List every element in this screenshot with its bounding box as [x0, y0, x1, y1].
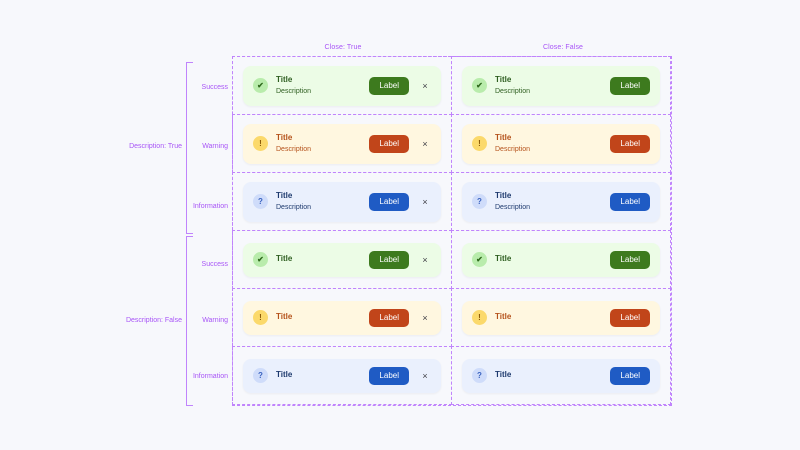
alert-title: Title: [495, 74, 512, 84]
alert-body: Title: [276, 370, 361, 381]
matrix-cell: ✔ Title Label ×: [232, 230, 452, 289]
close-icon[interactable]: ×: [419, 80, 431, 92]
alert-title: Title: [276, 74, 293, 84]
column-header-close-true: Close: True: [324, 44, 362, 51]
alert-title: Title: [276, 132, 293, 142]
row-group-bracket-description-false: [186, 236, 193, 406]
alert-body: Title: [276, 254, 361, 265]
check-circle-icon: ✔: [472, 252, 487, 267]
alert-title: Title: [276, 312, 293, 322]
alert-title: Title: [495, 370, 512, 380]
matrix-cell: ! Title Label: [451, 288, 671, 347]
alert-description: Description: [495, 203, 531, 211]
alert-action-button[interactable]: Label: [610, 192, 650, 211]
alert-description: Description: [276, 87, 312, 95]
alert-description: Description: [276, 203, 312, 211]
row-group-label-description-false: Description: False: [125, 317, 182, 324]
exclamation-circle-icon: !: [253, 310, 268, 325]
close-icon[interactable]: ×: [419, 370, 431, 382]
exclamation-circle-icon: !: [472, 310, 487, 325]
row-label-information-desc-false: Information: [192, 373, 228, 380]
alert-title: Title: [276, 254, 293, 264]
alert-action-button[interactable]: Label: [610, 76, 650, 95]
alert-body: Title: [495, 254, 602, 265]
row-label-warning-desc-false: Warning: [202, 317, 228, 324]
alert-warning: ! Title Label ×: [243, 300, 441, 335]
alert-action-button[interactable]: Label: [610, 366, 650, 385]
row-label-warning-desc-true: Warning: [202, 143, 228, 150]
matrix-cell: ? Title Label: [451, 346, 671, 405]
check-circle-icon: ✔: [253, 252, 268, 267]
matrix-cell: ✔ Title Label: [451, 230, 671, 289]
exclamation-circle-icon: !: [253, 136, 268, 151]
question-circle-icon: ?: [253, 194, 268, 209]
row-group-bracket-description-true: [186, 62, 193, 234]
question-circle-icon: ?: [472, 368, 487, 383]
alert-body: Title: [495, 312, 602, 323]
alert-information: ? Title Label ×: [243, 358, 441, 393]
matrix-cell: ? Title Label ×: [232, 346, 452, 405]
alert-title: Title: [495, 312, 512, 322]
row-label-information-desc-true: Information: [192, 203, 228, 210]
alert-success: ✔ Title Label: [462, 242, 660, 277]
alert-action-button[interactable]: Label: [369, 134, 409, 153]
alert-title: Title: [276, 190, 293, 200]
alert-title: Title: [495, 254, 512, 264]
alert-warning: ! Title Label: [462, 300, 660, 335]
row-label-success-desc-false: Success: [201, 261, 228, 268]
alert-success: ✔ Title Label ×: [243, 242, 441, 277]
matrix-cell: ! Title Label ×: [232, 288, 452, 347]
alert-action-button[interactable]: Label: [610, 308, 650, 327]
alert-description: Description: [495, 145, 531, 153]
alert-description: Description: [495, 87, 531, 95]
question-circle-icon: ?: [472, 194, 487, 209]
exclamation-circle-icon: !: [472, 136, 487, 151]
alert-action-button[interactable]: Label: [369, 250, 409, 269]
alert-action-button[interactable]: Label: [369, 308, 409, 327]
close-icon[interactable]: ×: [419, 312, 431, 324]
check-circle-icon: ✔: [472, 78, 487, 93]
alert-action-button[interactable]: Label: [369, 366, 409, 385]
close-icon[interactable]: ×: [419, 254, 431, 266]
question-circle-icon: ?: [253, 368, 268, 383]
close-icon[interactable]: ×: [419, 138, 431, 150]
column-header-close-false: Close: False: [542, 44, 584, 51]
alert-body: Title: [495, 370, 602, 381]
alert-action-button[interactable]: Label: [610, 134, 650, 153]
alert-title: Title: [276, 370, 293, 380]
close-icon[interactable]: ×: [419, 196, 431, 208]
alert-title: Title: [495, 132, 512, 142]
alert-action-button[interactable]: Label: [610, 250, 650, 269]
check-circle-icon: ✔: [253, 78, 268, 93]
row-label-success-desc-true: Success: [201, 84, 228, 91]
alert-action-button[interactable]: Label: [369, 192, 409, 211]
alert-description: Description: [276, 145, 312, 153]
alert-title: Title: [495, 190, 512, 200]
alert-information: ? Title Label: [462, 358, 660, 393]
alert-body: Title: [276, 312, 361, 323]
alert-action-button[interactable]: Label: [369, 76, 409, 95]
row-group-label-description-true: Description: True: [129, 143, 182, 150]
